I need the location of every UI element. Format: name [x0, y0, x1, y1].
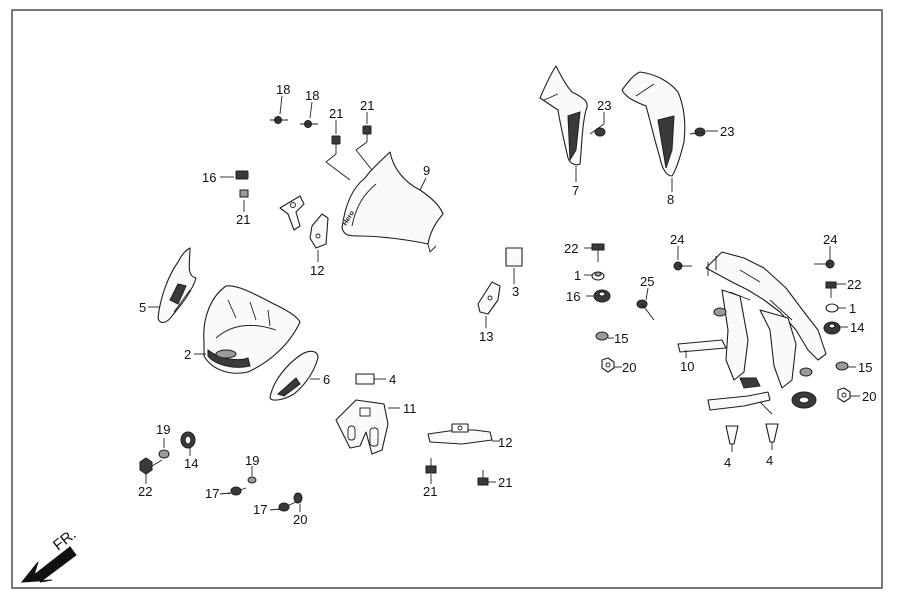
- clip-16-upper: [235, 170, 249, 198]
- callout-12-b: 12: [498, 435, 512, 450]
- callout-4-b: 4: [724, 455, 731, 470]
- callout-12-a: 12: [310, 263, 324, 278]
- bolt-24-right: [814, 259, 835, 269]
- callout-15-b: 15: [858, 360, 872, 375]
- callout-16-b: 16: [566, 289, 580, 304]
- callout-8: 8: [667, 192, 674, 207]
- callout-6: 6: [323, 372, 330, 387]
- bolt-25: [636, 299, 655, 321]
- washer-15-center: [595, 331, 609, 341]
- bolt-22-right: [825, 281, 837, 298]
- part-cover-8: [621, 71, 686, 177]
- callout-11: 11: [403, 401, 417, 416]
- part-windshield: Hero: [341, 151, 444, 253]
- callout-22-a: 22: [564, 241, 578, 256]
- screw-21-d: [477, 470, 489, 486]
- callout-22-b: 22: [847, 277, 861, 292]
- callout-21-c: 21: [236, 212, 250, 227]
- collar-1-center: [591, 271, 605, 281]
- callout-20-b: 20: [293, 512, 307, 527]
- part-cover-7: [539, 65, 588, 166]
- clip-16-center: [593, 289, 611, 303]
- callout-2: 2: [184, 347, 191, 362]
- clip-4-left: [725, 425, 739, 452]
- callout-16-a: 16: [202, 170, 216, 185]
- washer-19-b: [247, 476, 257, 484]
- screw-21-b: [362, 125, 372, 142]
- drawing-border: [11, 9, 883, 589]
- callout-17-a: 17: [205, 486, 219, 501]
- bracket-13: [477, 281, 501, 315]
- callout-25: 25: [640, 274, 654, 289]
- callout-14-a: 14: [850, 320, 864, 335]
- callout-15-a: 15: [614, 331, 628, 346]
- clip-4-right: [765, 423, 779, 450]
- part-bracket-11: [335, 399, 389, 455]
- screw-21-a: [331, 135, 341, 154]
- callout-21-e: 21: [498, 475, 512, 490]
- screw-21-c: [425, 458, 437, 474]
- callout-14-b: 14: [184, 456, 198, 471]
- screw-23-b: [689, 127, 706, 137]
- callout-21-d: 21: [423, 484, 437, 499]
- part-side-panel-left: [157, 247, 197, 324]
- callout-21-b: 21: [360, 98, 374, 113]
- callout-18-a: 18: [276, 82, 290, 97]
- front-direction-arrow: FR.: [20, 526, 80, 583]
- callout-17-b: 17: [253, 502, 267, 517]
- part-side-panel-right: [269, 350, 319, 401]
- washer-19-lower: [158, 449, 170, 459]
- callout-22-c: 22: [138, 484, 152, 499]
- callout-23-a: 23: [597, 98, 611, 113]
- callout-4-a: 4: [389, 372, 396, 387]
- bolt-24-left: [673, 261, 692, 271]
- bolt-17-a: [227, 486, 247, 496]
- part-bracket-12-lower: [427, 423, 493, 445]
- grommet-14-lower: [180, 431, 196, 449]
- nut-20-b: [293, 492, 303, 504]
- washer-15-right: [835, 361, 849, 371]
- nut-20-right: [837, 387, 851, 403]
- callout-9: 9: [423, 163, 430, 178]
- callout-18-b: 18: [305, 88, 319, 103]
- part-headlight-frame: [677, 251, 827, 415]
- bracket-12-upper: [279, 195, 329, 249]
- callout-13: 13: [479, 329, 493, 344]
- bolt-22-center: [591, 243, 605, 262]
- arrow-icon: [20, 546, 77, 583]
- callout-3: 3: [512, 284, 519, 299]
- callout-19-a: 19: [156, 422, 170, 437]
- bolt-17-b: [277, 501, 297, 512]
- callout-1-b: 1: [849, 301, 856, 316]
- direction-label: FR.: [50, 526, 80, 554]
- callout-20-c: 20: [862, 389, 876, 404]
- pad-3: [505, 247, 523, 267]
- callout-1-a: 1: [574, 268, 581, 283]
- callout-23-b: 23: [720, 124, 734, 139]
- callout-21-a: 21: [329, 106, 343, 121]
- callout-4-c: 4: [766, 453, 773, 468]
- callout-20-a: 20: [622, 360, 636, 375]
- callout-19-b: 19: [245, 453, 259, 468]
- screw-18-a: [270, 116, 288, 124]
- grommet-14-right: [823, 321, 841, 335]
- callout-7: 7: [572, 183, 579, 198]
- collar-1-right: [825, 303, 839, 313]
- nut-20-center: [601, 357, 615, 373]
- part-front-cowl: [203, 285, 301, 374]
- callout-24-b: 24: [823, 232, 837, 247]
- bolt-22-lower: [139, 457, 163, 475]
- callout-10: 10: [680, 359, 694, 374]
- pad-4-middle: [355, 373, 375, 385]
- callout-24-a: 24: [670, 232, 684, 247]
- screw-18-b: [300, 120, 318, 128]
- callout-5: 5: [139, 300, 146, 315]
- screw-23-a: [589, 123, 606, 137]
